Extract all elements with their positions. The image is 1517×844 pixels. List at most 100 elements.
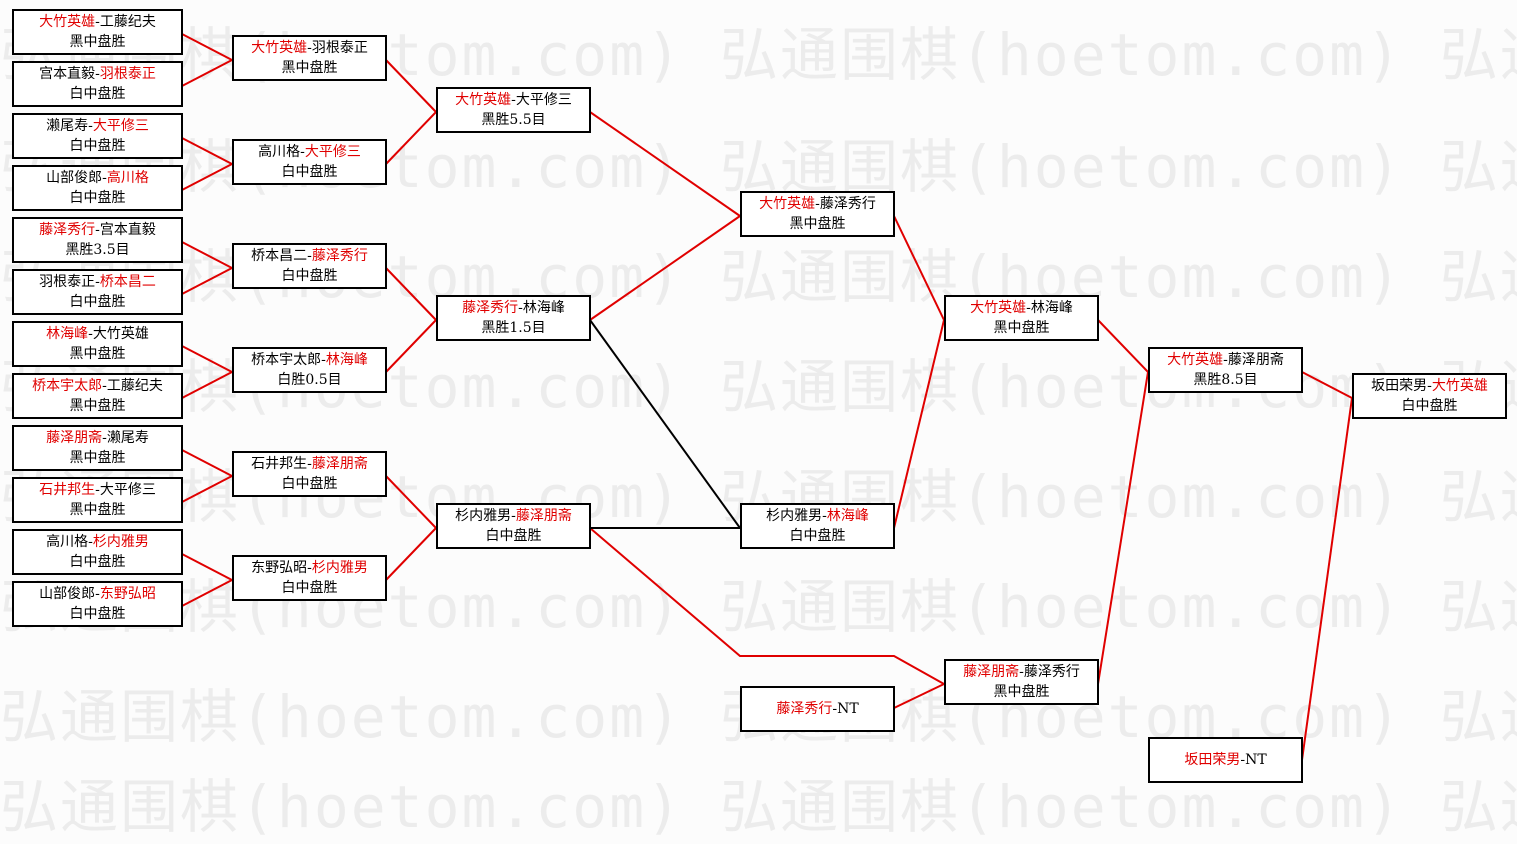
separator: - bbox=[511, 92, 516, 108]
match-result: 白中盘胜 bbox=[485, 528, 542, 544]
match-box: 大竹英雄-大平修三 黑胜5.5目 bbox=[436, 87, 591, 133]
separator: - bbox=[307, 40, 312, 56]
match-players: 大竹英雄-藤泽秀行 bbox=[742, 194, 893, 214]
winner-name: 林海峰 bbox=[325, 352, 368, 368]
match-result: 黑中盘胜 bbox=[281, 60, 338, 76]
separator: - bbox=[88, 534, 93, 550]
winner-name: 高川格 bbox=[106, 170, 149, 186]
opponent-name: 杉内雅男 bbox=[766, 508, 823, 524]
match-box: 杉内雅男-藤泽朋斋 白中盘胜 bbox=[436, 503, 591, 549]
match-players: 山部俊郎-东野弘昭 bbox=[14, 584, 181, 604]
match-box: 石井邦生-大平修三 黑中盘胜 bbox=[12, 477, 183, 523]
match-box: 濑尾寿-大平修三 白中盘胜 bbox=[12, 113, 183, 159]
winner-name: 大竹英雄 bbox=[1431, 378, 1488, 394]
opponent-name: 羽根泰正 bbox=[311, 40, 368, 56]
match-box: 桥本宇太郎-林海峰 白胜0.5目 bbox=[232, 347, 387, 393]
match-players: 大竹英雄-工藤纪夫 bbox=[14, 12, 181, 32]
match-players: 藤泽秀行-林海峰 bbox=[438, 298, 589, 318]
winner-name: 坂田荣男 bbox=[1184, 752, 1241, 768]
winner-name: 林海峰 bbox=[826, 508, 869, 524]
match-players: 濑尾寿-大平修三 bbox=[14, 116, 181, 136]
match-result: 黑中盘胜 bbox=[69, 346, 126, 362]
match-box: 宫本直毅-羽根泰正 白中盘胜 bbox=[12, 61, 183, 107]
match-players: 大竹英雄-林海峰 bbox=[946, 298, 1097, 318]
winner-name: 大竹英雄 bbox=[455, 92, 512, 108]
match-players: 藤泽朋斋-藤泽秀行 bbox=[946, 662, 1097, 682]
opponent-name: 工藤纪夫 bbox=[106, 378, 163, 394]
match-players: 林海峰-大竹英雄 bbox=[14, 324, 181, 344]
separator: - bbox=[1427, 378, 1432, 394]
separator: - bbox=[102, 170, 107, 186]
match-box: 大竹英雄-羽根泰正 黑中盘胜 bbox=[232, 35, 387, 81]
opponent-name: 羽根泰正 bbox=[39, 274, 96, 290]
opponent-name: 藤泽朋斋 bbox=[1227, 352, 1284, 368]
separator: - bbox=[300, 144, 305, 160]
match-result: 白胜0.5目 bbox=[277, 372, 342, 388]
match-players: 藤泽朋斋-濑尾寿 bbox=[14, 428, 181, 448]
opponent-name: 宫本直毅 bbox=[99, 222, 156, 238]
separator: - bbox=[518, 300, 523, 316]
match-players: 大竹英雄-藤泽朋斋 bbox=[1150, 350, 1301, 370]
opponent-name: 石井邦生 bbox=[251, 456, 308, 472]
match-result: 白中盘胜 bbox=[69, 554, 126, 570]
winner-name: 藤泽朋斋 bbox=[311, 456, 368, 472]
match-box: 羽根泰正-桥本昌二 白中盘胜 bbox=[12, 269, 183, 315]
separator: - bbox=[1240, 752, 1246, 768]
winner-name: 藤泽秀行 bbox=[311, 248, 368, 264]
match-box: 大竹英雄-林海峰 黑中盘胜 bbox=[944, 295, 1099, 341]
opponent-name: 高川格 bbox=[46, 534, 89, 550]
opponent-name: 藤泽秀行 bbox=[1023, 664, 1080, 680]
match-box: 东野弘昭-杉内雅男 白中盘胜 bbox=[232, 555, 387, 601]
match-players: 大竹英雄-羽根泰正 bbox=[234, 38, 385, 58]
match-result: 白中盘胜 bbox=[281, 476, 338, 492]
separator: - bbox=[307, 456, 312, 472]
match-players: 山部俊郎-高川格 bbox=[14, 168, 181, 188]
match-players: 桥本宇太郎-林海峰 bbox=[234, 350, 385, 370]
match-result: 白中盘胜 bbox=[69, 138, 126, 154]
bracket-lines bbox=[181, 33, 1353, 761]
match-result: 白中盘胜 bbox=[69, 190, 126, 206]
winner-name: 藤泽朋斋 bbox=[46, 430, 103, 446]
opponent-name: 大竹英雄 bbox=[92, 326, 149, 342]
match-players: 坂田荣男-NT bbox=[1150, 750, 1301, 770]
opponent-name: 濑尾寿 bbox=[46, 118, 89, 134]
match-box: 石井邦生-藤泽朋斋 白中盘胜 bbox=[232, 451, 387, 497]
match-result: 黑中盘胜 bbox=[69, 502, 126, 518]
match-box: 藤泽朋斋-濑尾寿 黑中盘胜 bbox=[12, 425, 183, 471]
match-result: 黑中盘胜 bbox=[993, 320, 1050, 336]
match-box: 藤泽秀行-林海峰 黑胜1.5目 bbox=[436, 295, 591, 341]
opponent-name: NT bbox=[1245, 752, 1267, 768]
match-result: 黑胜3.5目 bbox=[65, 242, 130, 258]
opponent-name: 濑尾寿 bbox=[106, 430, 149, 446]
opponent-name: 大平修三 bbox=[515, 92, 572, 108]
opponent-name: NT bbox=[837, 701, 859, 717]
match-players: 高川格-杉内雅男 bbox=[14, 532, 181, 552]
match-result: 白中盘胜 bbox=[789, 528, 846, 544]
match-result: 黑中盘胜 bbox=[69, 398, 126, 414]
opponent-name: 东野弘昭 bbox=[251, 560, 308, 576]
separator: - bbox=[102, 378, 107, 394]
match-players: 桥本昌二-藤泽秀行 bbox=[234, 246, 385, 266]
winner-name: 大竹英雄 bbox=[1167, 352, 1224, 368]
match-box: 桥本昌二-藤泽秀行 白中盘胜 bbox=[232, 243, 387, 289]
opponent-name: 林海峰 bbox=[1030, 300, 1073, 316]
winner-name: 杉内雅男 bbox=[311, 560, 368, 576]
match-players: 石井邦生-藤泽朋斋 bbox=[234, 454, 385, 474]
winner-name: 羽根泰正 bbox=[99, 66, 156, 82]
winner-name: 藤泽秀行 bbox=[776, 701, 833, 717]
winner-name: 藤泽秀行 bbox=[39, 222, 96, 238]
separator: - bbox=[95, 66, 100, 82]
opponent-name: 宫本直毅 bbox=[39, 66, 96, 82]
separator: - bbox=[95, 274, 100, 290]
match-players: 藤泽秀行-宫本直毅 bbox=[14, 220, 181, 240]
winner-name: 石井邦生 bbox=[39, 482, 96, 498]
separator: - bbox=[822, 508, 827, 524]
bracket-black-lines bbox=[589, 319, 741, 529]
match-players: 宫本直毅-羽根泰正 bbox=[14, 64, 181, 84]
match-result: 黑中盘胜 bbox=[69, 34, 126, 50]
match-players: 羽根泰正-桥本昌二 bbox=[14, 272, 181, 292]
match-result: 黑中盘胜 bbox=[993, 684, 1050, 700]
separator: - bbox=[88, 118, 93, 134]
match-result: 白中盘胜 bbox=[69, 294, 126, 310]
opponent-name: 桥本宇太郎 bbox=[251, 352, 322, 368]
